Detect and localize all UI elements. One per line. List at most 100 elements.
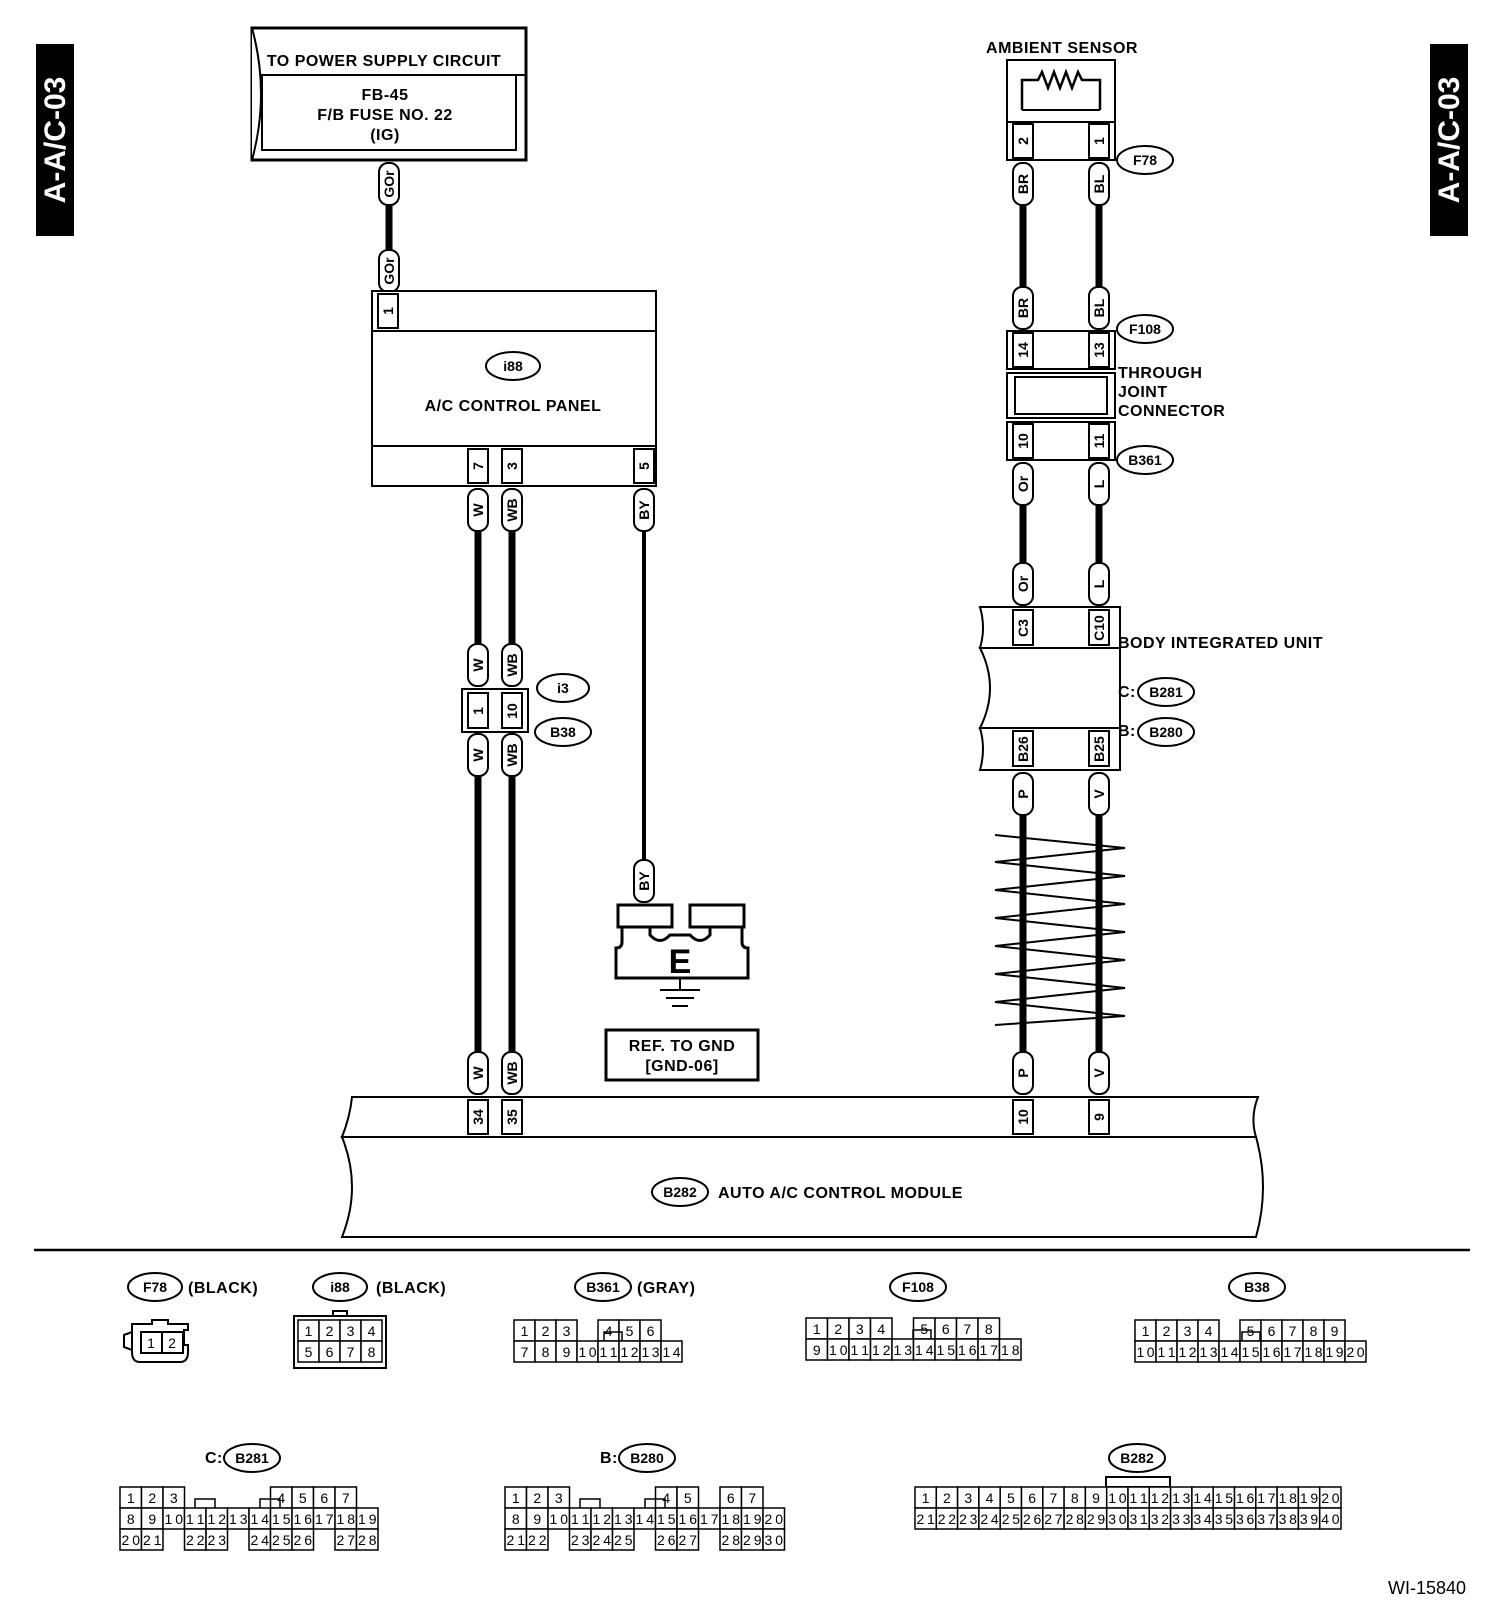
legend-pin-number: 3 xyxy=(964,1490,972,1506)
legend-key-notch xyxy=(1241,1331,1261,1341)
legend-cell-box xyxy=(140,1528,164,1551)
module-pin-9: 9 xyxy=(1091,1113,1107,1121)
legend-pin-number: 1 xyxy=(127,1490,135,1506)
legend-key-notch xyxy=(644,1498,666,1508)
svg-text:BL: BL xyxy=(1091,298,1107,317)
legend-pin-number: 3 xyxy=(563,1323,571,1339)
through-joint-label-3: CONNECTOR xyxy=(1118,403,1225,420)
legend-b361-color: (GRAY) xyxy=(637,1280,695,1297)
ambient-sensor-label: AMBIENT SENSOR xyxy=(986,40,1138,57)
auto-ac-control-module: 34 35 10 9 B282 AUTO A/C CONTROL MODULE xyxy=(340,1096,1264,1238)
wire-tag-w-2: W xyxy=(467,643,489,687)
legend-cell-box xyxy=(660,1340,683,1363)
wire-tag-wb-2: WB xyxy=(501,643,523,687)
side-tab-left: A-A/C-03 xyxy=(36,44,74,236)
svg-text:WB: WB xyxy=(504,498,520,521)
power-supply-line3: (IG) xyxy=(370,127,400,144)
ac-panel-label: A/C CONTROL PANEL xyxy=(425,398,602,415)
svg-text:BY: BY xyxy=(636,500,652,520)
legend-pin-number: 8 xyxy=(1071,1490,1079,1506)
svg-text:WB: WB xyxy=(504,743,520,766)
svg-text:W: W xyxy=(470,503,486,517)
wire-tag-bl-2: BL xyxy=(1088,286,1110,330)
wire-tag-l-1: L xyxy=(1088,462,1110,506)
legend-pin-number: 5 xyxy=(305,1344,313,1360)
legend-pin-number: 2 xyxy=(1163,1323,1171,1339)
legend-pin-number: 6 xyxy=(1028,1490,1036,1506)
svg-text:WB: WB xyxy=(504,653,520,676)
side-tab-right: A-A/C-03 xyxy=(1430,44,1468,236)
legend-pin-number: 4 xyxy=(662,1490,670,1506)
legend-pin-number: 6 xyxy=(647,1323,655,1339)
legend-i88-id: i88 xyxy=(330,1279,350,1295)
ground-letter: E xyxy=(669,943,692,981)
legend-pin-number: 7 xyxy=(521,1344,529,1360)
connector-i3-pin-10: 10 xyxy=(504,703,520,719)
legend-pin-number: 1 xyxy=(512,1490,520,1506)
legend-pin-number: 9 xyxy=(1092,1490,1100,1506)
power-supply-line1: FB-45 xyxy=(362,87,409,104)
legend-pin-number: 7 xyxy=(963,1321,971,1337)
legend-b280-prefix: B: xyxy=(600,1450,618,1467)
legend-pin-number: 1 xyxy=(1142,1323,1150,1339)
legend-pin-number: 2 xyxy=(533,1490,541,1506)
svg-text:WB: WB xyxy=(504,1061,520,1084)
legend-pin-number: 2 xyxy=(943,1490,951,1506)
legend-pin-number: 3 xyxy=(856,1321,864,1337)
body-integrated-unit: C3 C10 B26 B25 BODY INTEGRATED UNIT C: B… xyxy=(978,606,1322,771)
ac-panel-pin-top: 1 xyxy=(380,307,396,315)
through-joint-label-2: JOINT xyxy=(1118,384,1168,401)
legend-pin-number: 8 xyxy=(985,1321,993,1337)
svg-text:GOr: GOr xyxy=(381,257,397,285)
wire-tag-p-2: P xyxy=(1012,1051,1034,1095)
svg-text:V: V xyxy=(1091,1068,1107,1078)
ambient-sensor: 2 1 F78 xyxy=(1006,59,1174,175)
legend-cell-box xyxy=(998,1338,1022,1361)
wire-tag-or-2: Or xyxy=(1012,562,1034,606)
legend-pin-number: 2 xyxy=(326,1323,334,1339)
legend-key-notch xyxy=(194,1498,216,1508)
wire-tag-br-2: BR xyxy=(1012,286,1034,330)
svg-text:BY: BY xyxy=(636,871,652,891)
svg-text:2: 2 xyxy=(168,1335,176,1351)
svg-text:L: L xyxy=(1091,479,1107,488)
body-pin-b25: B25 xyxy=(1091,736,1107,762)
legend-pin-number: 9 xyxy=(813,1342,821,1358)
legend-pin-number: 5 xyxy=(626,1323,634,1339)
legend-pin-number: 8 xyxy=(542,1344,550,1360)
joint-pin-11: 11 xyxy=(1091,433,1107,448)
joint-pin-14: 14 xyxy=(1015,342,1031,358)
connector-f78-label: F78 xyxy=(1133,152,1157,168)
svg-text:Or: Or xyxy=(1015,475,1031,492)
legend-pin-number: 6 xyxy=(1268,1323,1276,1339)
ground-ref-line1: REF. TO GND xyxy=(629,1038,736,1055)
legend-pin-number: 4 xyxy=(877,1321,885,1337)
legend-pin-number: 2 xyxy=(542,1323,550,1339)
legend-pin-number: 9 xyxy=(533,1511,541,1527)
ground-terminal-e: E xyxy=(614,903,750,1007)
legend-cell-box xyxy=(1318,1507,1342,1530)
legend-b38-id: B38 xyxy=(1244,1279,1270,1295)
through-joint-label-1: THROUGH xyxy=(1118,365,1202,382)
svg-text:BR: BR xyxy=(1015,174,1031,194)
legend-pin-number: 7 xyxy=(347,1344,355,1360)
legend-pin-number: 6 xyxy=(326,1344,334,1360)
joint-pin-13: 13 xyxy=(1091,342,1107,358)
legend-pin-number: 1 xyxy=(521,1323,529,1339)
legend-pin-number: 4 xyxy=(986,1490,994,1506)
legend-pin-number: 5 xyxy=(684,1490,692,1506)
wire-tag-or-1: Or xyxy=(1012,462,1034,506)
legend-pin-number: 7 xyxy=(342,1490,350,1506)
sensor-pin-2: 2 xyxy=(1015,137,1031,145)
legend-pin-number: 5 xyxy=(1007,1490,1015,1506)
connector-f108-label: F108 xyxy=(1129,321,1161,337)
svg-text:P: P xyxy=(1015,789,1031,798)
legend-pin-number: 1 xyxy=(305,1323,313,1339)
power-supply-line2: F/B FUSE NO. 22 xyxy=(317,107,453,124)
legend-pin-number: 7 xyxy=(1289,1323,1297,1339)
legend-f78: F78 (BLACK) 1 2 xyxy=(123,1272,258,1363)
